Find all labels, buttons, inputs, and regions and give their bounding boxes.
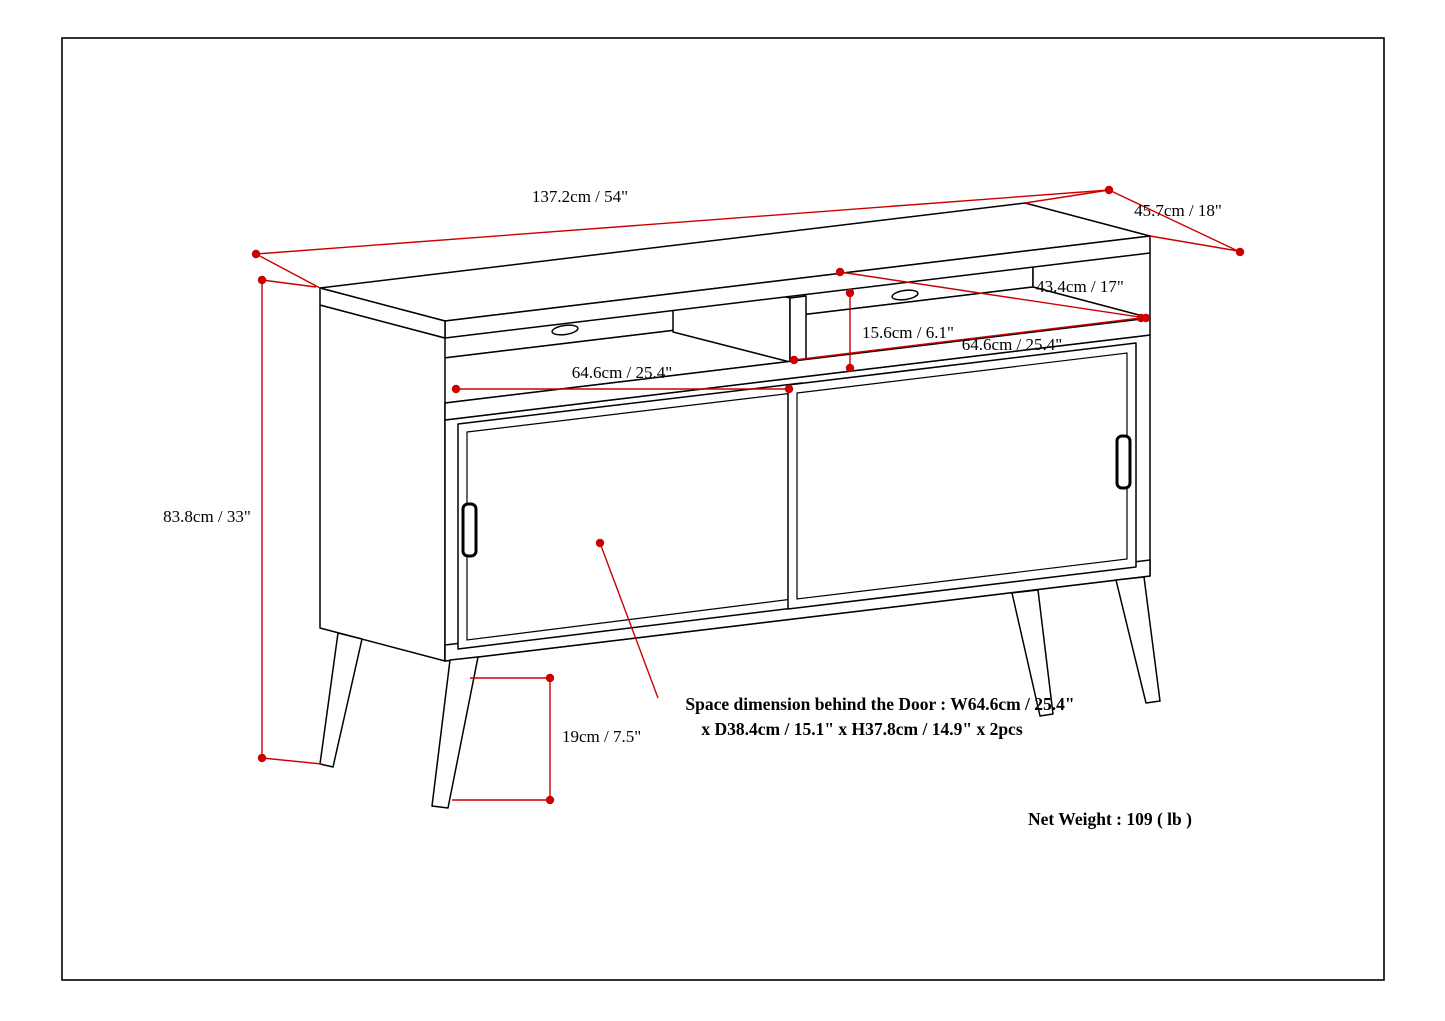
dot	[789, 355, 799, 365]
leg-front-right	[1115, 576, 1161, 704]
door-space-note-line1: Space dimension behind the Door : W64.6c…	[685, 694, 1074, 714]
dot	[784, 384, 794, 394]
dim-height-ext-bottom	[261, 757, 323, 765]
dim-height-label: 83.8cm / 33"	[163, 507, 251, 526]
top-panel-left-edge	[319, 287, 446, 339]
dot	[545, 673, 555, 683]
leg-back-left	[319, 632, 363, 768]
dim-depth-line	[1108, 189, 1241, 253]
dot	[1104, 185, 1114, 195]
dim-height-ext-top	[261, 279, 317, 288]
dot	[595, 538, 605, 548]
dim-leg-height-label: 19cm / 7.5"	[562, 727, 641, 746]
dim-width-label: 137.2cm / 54"	[532, 187, 628, 206]
dim-width-ext-right	[1024, 189, 1110, 204]
dimension-dots	[251, 185, 1245, 805]
dim-right-bay-label: 64.6cm / 25.4"	[962, 335, 1062, 354]
dot	[251, 249, 261, 259]
dim-width-line	[255, 189, 1110, 255]
dimension-labels: 137.2cm / 54" 45.7cm / 18" 43.4cm / 17" …	[163, 187, 1222, 829]
door-handle-left	[461, 502, 478, 558]
dot	[1235, 247, 1245, 257]
dimension-lines	[255, 189, 1241, 801]
dot	[545, 795, 555, 805]
mid-shelf-front-edge	[444, 317, 1151, 421]
shelf-divider-front	[789, 295, 807, 363]
door-note-leader-line	[599, 542, 659, 699]
dot	[845, 363, 855, 373]
dim-left-bay-label: 64.6cm / 25.4"	[572, 363, 672, 382]
dot	[257, 275, 267, 285]
dot	[835, 267, 845, 277]
cable-hole-right-icon	[891, 289, 919, 301]
dot	[1136, 313, 1146, 323]
dim-depth-label: 45.7cm / 18"	[1134, 201, 1222, 220]
dim-right-bay-line	[793, 317, 1142, 361]
dim-interior-depth-label: 43.4cm / 17"	[1036, 277, 1124, 296]
dot	[451, 384, 461, 394]
dim-interior-depth-line	[839, 271, 1147, 319]
page-border	[61, 37, 1385, 981]
door-space-note-line2: x D38.4cm / 15.1" x H37.8cm / 14.9" x 2p…	[701, 719, 1022, 739]
dim-depth-ext	[1149, 235, 1239, 252]
sliding-door-left	[457, 382, 803, 650]
cable-hole-left-icon	[551, 324, 579, 336]
door-handle-right	[1115, 434, 1132, 490]
dot	[845, 288, 855, 298]
dim-shelf-height-label: 15.6cm / 6.1"	[862, 323, 954, 342]
net-weight-label: Net Weight : 109 ( lb )	[1028, 809, 1192, 829]
dot	[257, 753, 267, 763]
dim-width-ext-left	[255, 253, 321, 289]
cabinet-drawing	[319, 202, 1161, 809]
sliding-door-right-inner-border	[796, 352, 1128, 600]
leg-front-left	[431, 656, 479, 809]
sliding-door-right	[787, 342, 1137, 610]
left-side-panel	[319, 304, 446, 662]
leg-back-right	[1011, 589, 1054, 717]
